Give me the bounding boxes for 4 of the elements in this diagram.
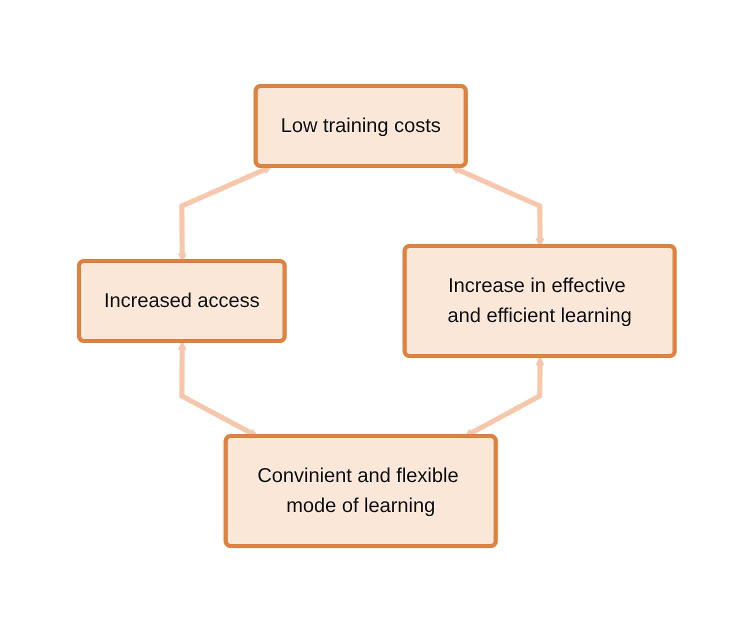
arrow [178,165,272,262]
arrow [450,165,545,246]
arrow [178,341,258,436]
arrow [464,356,545,436]
